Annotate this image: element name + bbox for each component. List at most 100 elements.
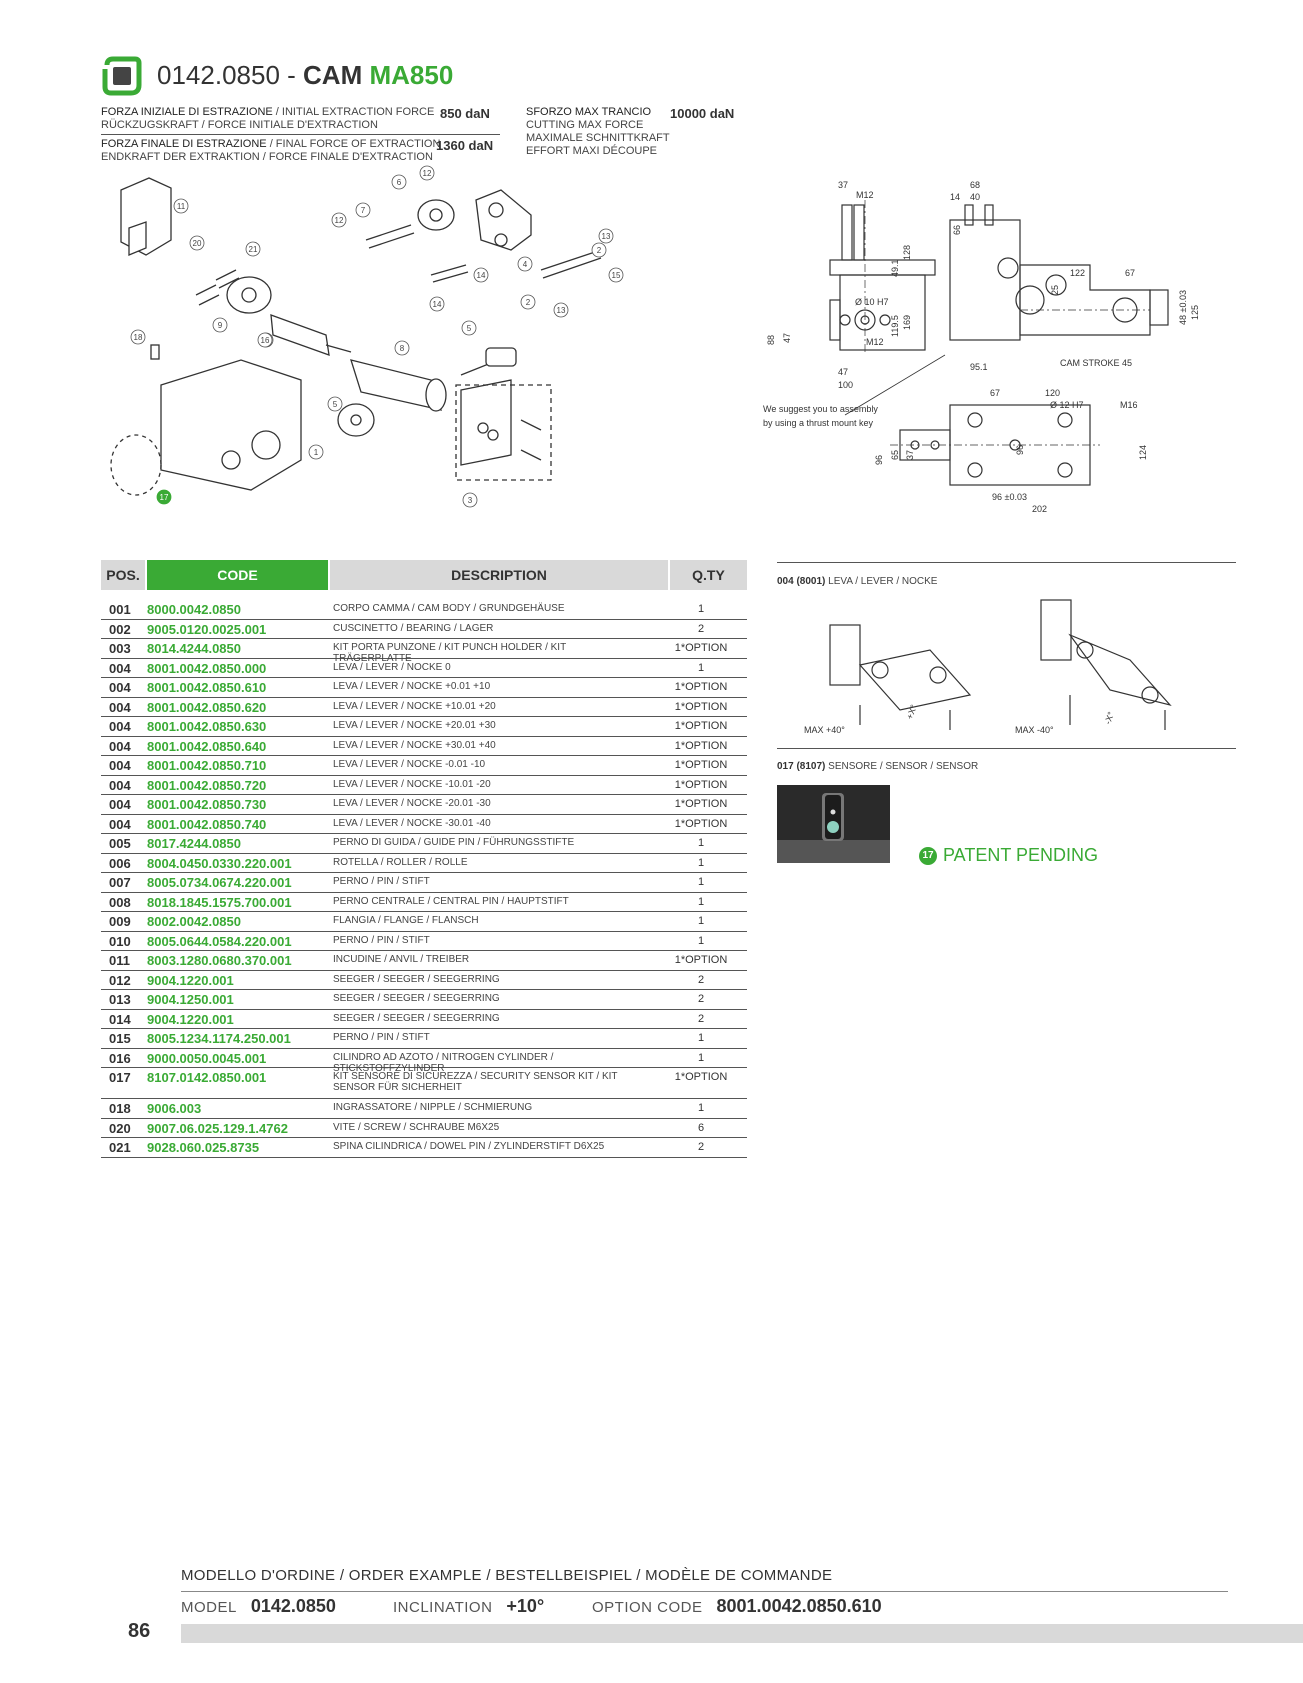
callout-marker: 6 <box>391 174 407 190</box>
description-cell: LEVA / LEVER / NOCKE +10.01 +20 <box>333 700 496 712</box>
callout-number: 7 <box>361 206 366 215</box>
code-cell: 9007.06.025.129.1.4762 <box>147 1120 288 1136</box>
code-cell: 8001.0042.0850.630 <box>147 719 267 734</box>
code-cell: 8005.0644.0584.220.001 <box>147 933 292 949</box>
callout-number: 18 <box>134 333 143 342</box>
pos-cell: 004 <box>109 699 131 715</box>
qty-cell: 1 <box>697 837 705 849</box>
dimension-label: 125 <box>1190 305 1200 320</box>
dimension-label: M16 <box>1120 400 1138 410</box>
qty-cell: 1*OPTION <box>674 954 728 966</box>
dimension-label: 95.1 <box>970 362 988 372</box>
qty-cell: 1 <box>697 934 705 947</box>
qty-cell: 1 <box>697 1102 705 1114</box>
description-cell: PERNO / PIN / STIFT <box>333 1032 430 1043</box>
pos-cell: 011 <box>109 953 130 968</box>
callout-number: 4 <box>523 260 528 269</box>
max-minus-label: MAX -40° <box>1015 725 1054 735</box>
exploded-view-drawing: 116127122021144213151614213951816851317 <box>110 165 624 508</box>
callout-marker: 14 <box>473 267 489 283</box>
callout-number: 5 <box>333 400 338 409</box>
part-17-badge: 17 <box>919 846 937 865</box>
qty-cell: 6 <box>697 1121 705 1134</box>
description-cell: PERNO / PIN / STIFT <box>333 876 430 887</box>
code-cell: 8001.0042.0850.740 <box>147 816 267 832</box>
callout-marker: 1 <box>308 444 324 460</box>
dimension-label: M12 <box>856 190 874 200</box>
description-cell: PERNO DI GUIDA / GUIDE PIN / FÜHRUNGSSTI… <box>333 837 575 848</box>
order-divider <box>181 1591 1228 1592</box>
description-cell: LEVA / LEVER / NOCKE -10.01 -20 <box>333 778 491 790</box>
initial-force-label: FORZA INIZIALE DI ESTRAZIONE / INITIAL E… <box>101 106 435 131</box>
callout-marker: 20 <box>189 235 205 251</box>
dimension-label: 14 <box>950 192 960 202</box>
callout-number: 3 <box>468 496 473 505</box>
pos-cell: 009 <box>109 914 131 929</box>
dimension-label: 40 <box>970 192 980 202</box>
callout-marker: 5 <box>327 396 343 412</box>
dimension-label: 66 <box>952 225 962 235</box>
callout-marker: 17 <box>156 489 172 505</box>
code-cell: 8002.0042.0850 <box>147 914 241 929</box>
callout-number: 12 <box>423 169 432 178</box>
page-title: 0142.0850 - CAM MA850 <box>157 60 454 90</box>
dimension-label: 96 <box>874 455 884 465</box>
dimension-label: 169 <box>902 315 912 330</box>
callout-number: 6 <box>397 178 402 187</box>
final-force-value: 1360 daN <box>436 138 494 153</box>
pos-cell: 004 <box>109 738 131 754</box>
dimension-label: 119.5 <box>890 315 900 337</box>
angle-plus-label: +X° <box>904 703 919 721</box>
callout-number: 20 <box>193 239 202 248</box>
dimension-label: 96 ±0.03 <box>992 492 1027 502</box>
description-cell: CORPO CAMMA / CAM BODY / GRUNDGEHÄUSE <box>333 603 565 614</box>
qty-cell: 2 <box>697 622 705 635</box>
pos-cell: 015 <box>109 1031 131 1046</box>
description-cell: LEVA / LEVER / NOCKE -30.01 -40 <box>333 817 491 829</box>
brand-logo-icon <box>102 56 142 96</box>
order-example-title: MODELLO D'ORDINE / ORDER EXAMPLE / BESTE… <box>181 1567 833 1584</box>
description-cell: INGRASSATORE / NIPPLE / SCHMIERUNG <box>333 1102 533 1113</box>
code-cell: 8017.4244.0850 <box>147 836 241 851</box>
pos-cell: 004 <box>109 816 131 832</box>
qty-cell: 1 <box>697 915 705 927</box>
dimension-label: CAM STROKE 45 <box>1060 358 1132 368</box>
description-cell: SPINA CILINDRICA / DOWEL PIN / ZYLINDERS… <box>333 1141 605 1152</box>
description-cell: LEVA / LEVER / NOCKE 0 <box>333 661 451 673</box>
description-cell: KIT SENSORE DI SICUREZZA / SECURITY SENS… <box>333 1071 618 1093</box>
initial-force-value: 850 daN <box>440 106 490 121</box>
pos-cell: 003 <box>109 641 131 656</box>
code-cell: 8003.1280.0680.370.001 <box>147 953 292 968</box>
callout-marker: 5 <box>461 320 477 336</box>
description-cell: ROTELLA / ROLLER / ROLLE <box>333 856 468 868</box>
callout-marker: 9 <box>212 317 228 333</box>
callout-marker: 3 <box>462 492 478 508</box>
description-cell: SEEGER / SEEGER / SEEGERRING <box>333 1012 500 1024</box>
callout-number: 16 <box>261 336 270 345</box>
dimension-label: 96 <box>1015 445 1025 455</box>
dimension-label: 67 <box>1125 268 1135 278</box>
pos-cell: 005 <box>109 836 131 851</box>
qty-cell: 1 <box>697 603 705 615</box>
callout-marker: 18 <box>130 329 146 345</box>
code-cell: 8018.1845.1575.700.001 <box>147 894 292 910</box>
callout-marker: 15 <box>608 267 624 283</box>
callout-marker: 12 <box>419 165 435 181</box>
code-cell: 8014.4244.0850 <box>147 641 241 656</box>
qty-cell: 1*OPTION <box>674 642 728 654</box>
pos-cell: 004 <box>109 719 131 734</box>
callout-number: 5 <box>467 324 472 333</box>
dimension-label: 67 <box>990 388 1000 398</box>
